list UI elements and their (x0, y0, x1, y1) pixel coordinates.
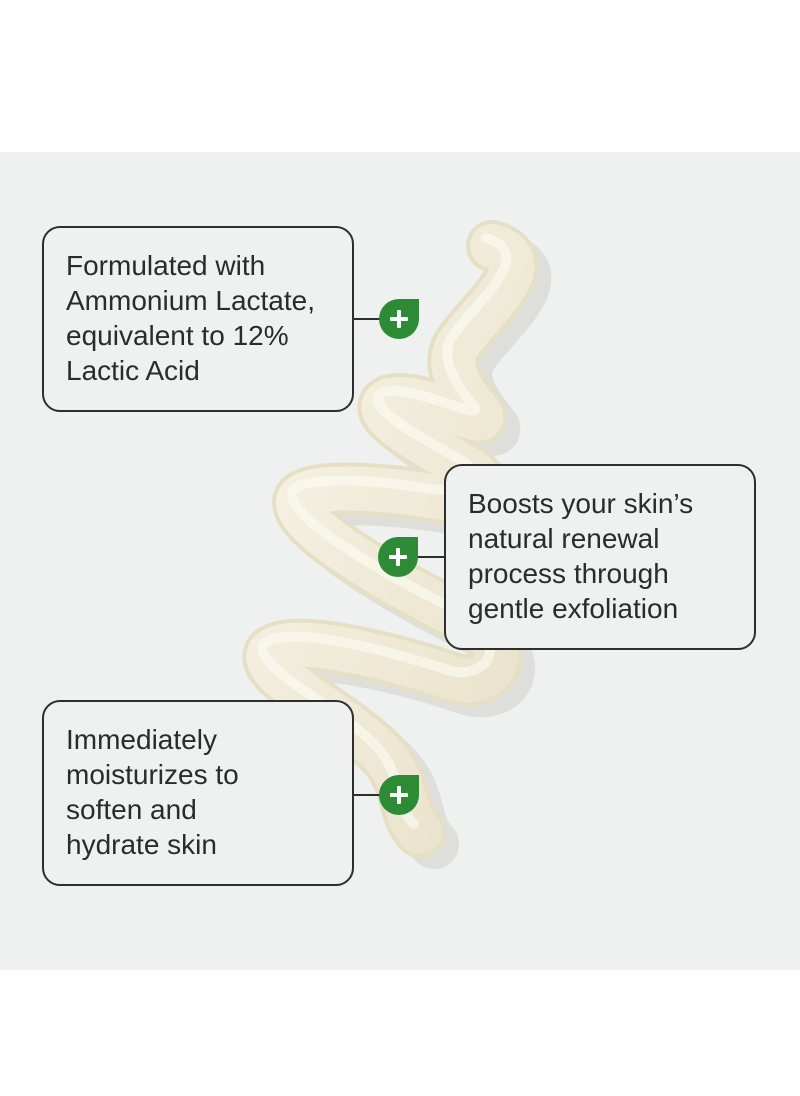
lotion-swirl-image (242, 220, 552, 869)
plus-leaf-icon (378, 537, 418, 577)
plus-leaf-icon (379, 299, 419, 339)
callout-text-line: hydrate skin (66, 829, 217, 860)
benefit-callout-lactic-acid: Formulated with Ammonium Lactate, equiva… (42, 226, 354, 412)
callout-text-line: gentle exfoliation (468, 593, 679, 624)
callout-text-line: moisturizes to (66, 759, 239, 790)
callout-text-line: Boosts your skin’s (468, 488, 694, 519)
callout-text-line: process through (468, 558, 669, 589)
callout-text-line: soften and (66, 794, 197, 825)
callout-text-line: Formulated with (66, 250, 266, 281)
benefit-callout-renewal: Boosts your skin’s natural renewal proce… (444, 464, 756, 650)
benefit-callout-moisturizes: Immediately moisturizes to soften and hy… (42, 700, 354, 886)
callout-text-line: Lactic Acid (66, 355, 200, 386)
product-benefits-panel: Formulated with Ammonium Lactate, equiva… (0, 152, 800, 970)
callout-text-line: Immediately (66, 724, 217, 755)
callout-text-line: natural renewal (468, 523, 660, 554)
callout-text-line: equivalent to 12% (66, 320, 289, 351)
callout-connector-line (354, 318, 380, 320)
callout-connector-line (354, 794, 380, 796)
callout-connector-line (416, 556, 444, 558)
callout-text-line: Ammonium Lactate, (66, 285, 315, 316)
plus-leaf-icon (379, 775, 419, 815)
